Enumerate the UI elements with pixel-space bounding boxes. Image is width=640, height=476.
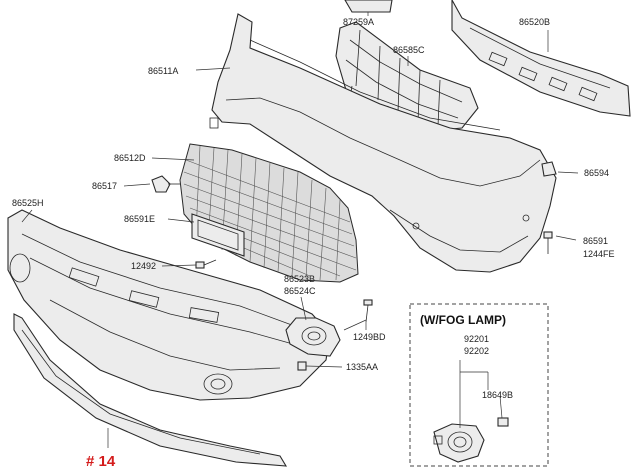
part-86511a-bumper-cover: [209, 13, 557, 273]
part-12492-screw: [195, 259, 217, 269]
callout-86520b: 86520B: [519, 17, 550, 27]
callout-86525h: 86525H: [12, 198, 44, 208]
part-18649b-bulb: [497, 417, 509, 427]
fog-lamp-box-title: (W/FOG LAMP): [420, 313, 506, 327]
part-86520b-absorber: [451, 0, 631, 117]
callout-1249bd: 1249BD: [353, 332, 386, 342]
callout-92202: 92202: [464, 346, 489, 356]
callout-18649b: 18649B: [482, 390, 513, 400]
part-86525h-lower-cover: [7, 209, 331, 401]
part-1249bd-screw: [363, 299, 373, 323]
part-87259a: [344, 0, 393, 13]
callout-86512d: 86512D: [114, 153, 146, 163]
part-86517-clip: [151, 175, 180, 193]
callout-86511a: 86511A: [148, 66, 178, 76]
callout-86517: 86517: [92, 181, 117, 191]
part-86523b-bracket: [285, 317, 341, 357]
callout-86591: 86591: [583, 236, 608, 246]
part-86594-cap: [541, 161, 557, 177]
callout-1244fe: 1244FE: [583, 249, 615, 259]
callout-1335aa: 1335AA: [346, 362, 378, 372]
leader-lines: [21, 12, 579, 428]
callout-12492: 12492: [131, 261, 156, 271]
callout-86585c: 86585C: [393, 45, 425, 55]
part-92201-fog-lamp: [433, 423, 485, 463]
callout-86591e: 86591E: [124, 214, 155, 224]
part-86591e-plate: [191, 213, 245, 257]
callout-87259a: 87259A: [343, 17, 374, 27]
callout-86594: 86594: [584, 168, 609, 178]
part-86591-screw: [543, 231, 553, 254]
highlight-label: # 14: [86, 453, 116, 470]
fog-lamp-box: [409, 303, 549, 467]
callout-86523b: 86523B: [284, 274, 315, 284]
callout-92201: 92201: [464, 334, 489, 344]
part-lower-lip-strip: [13, 313, 288, 467]
part-1335aa-nut: [297, 361, 307, 371]
callout-86524c: 86524C: [284, 286, 316, 296]
